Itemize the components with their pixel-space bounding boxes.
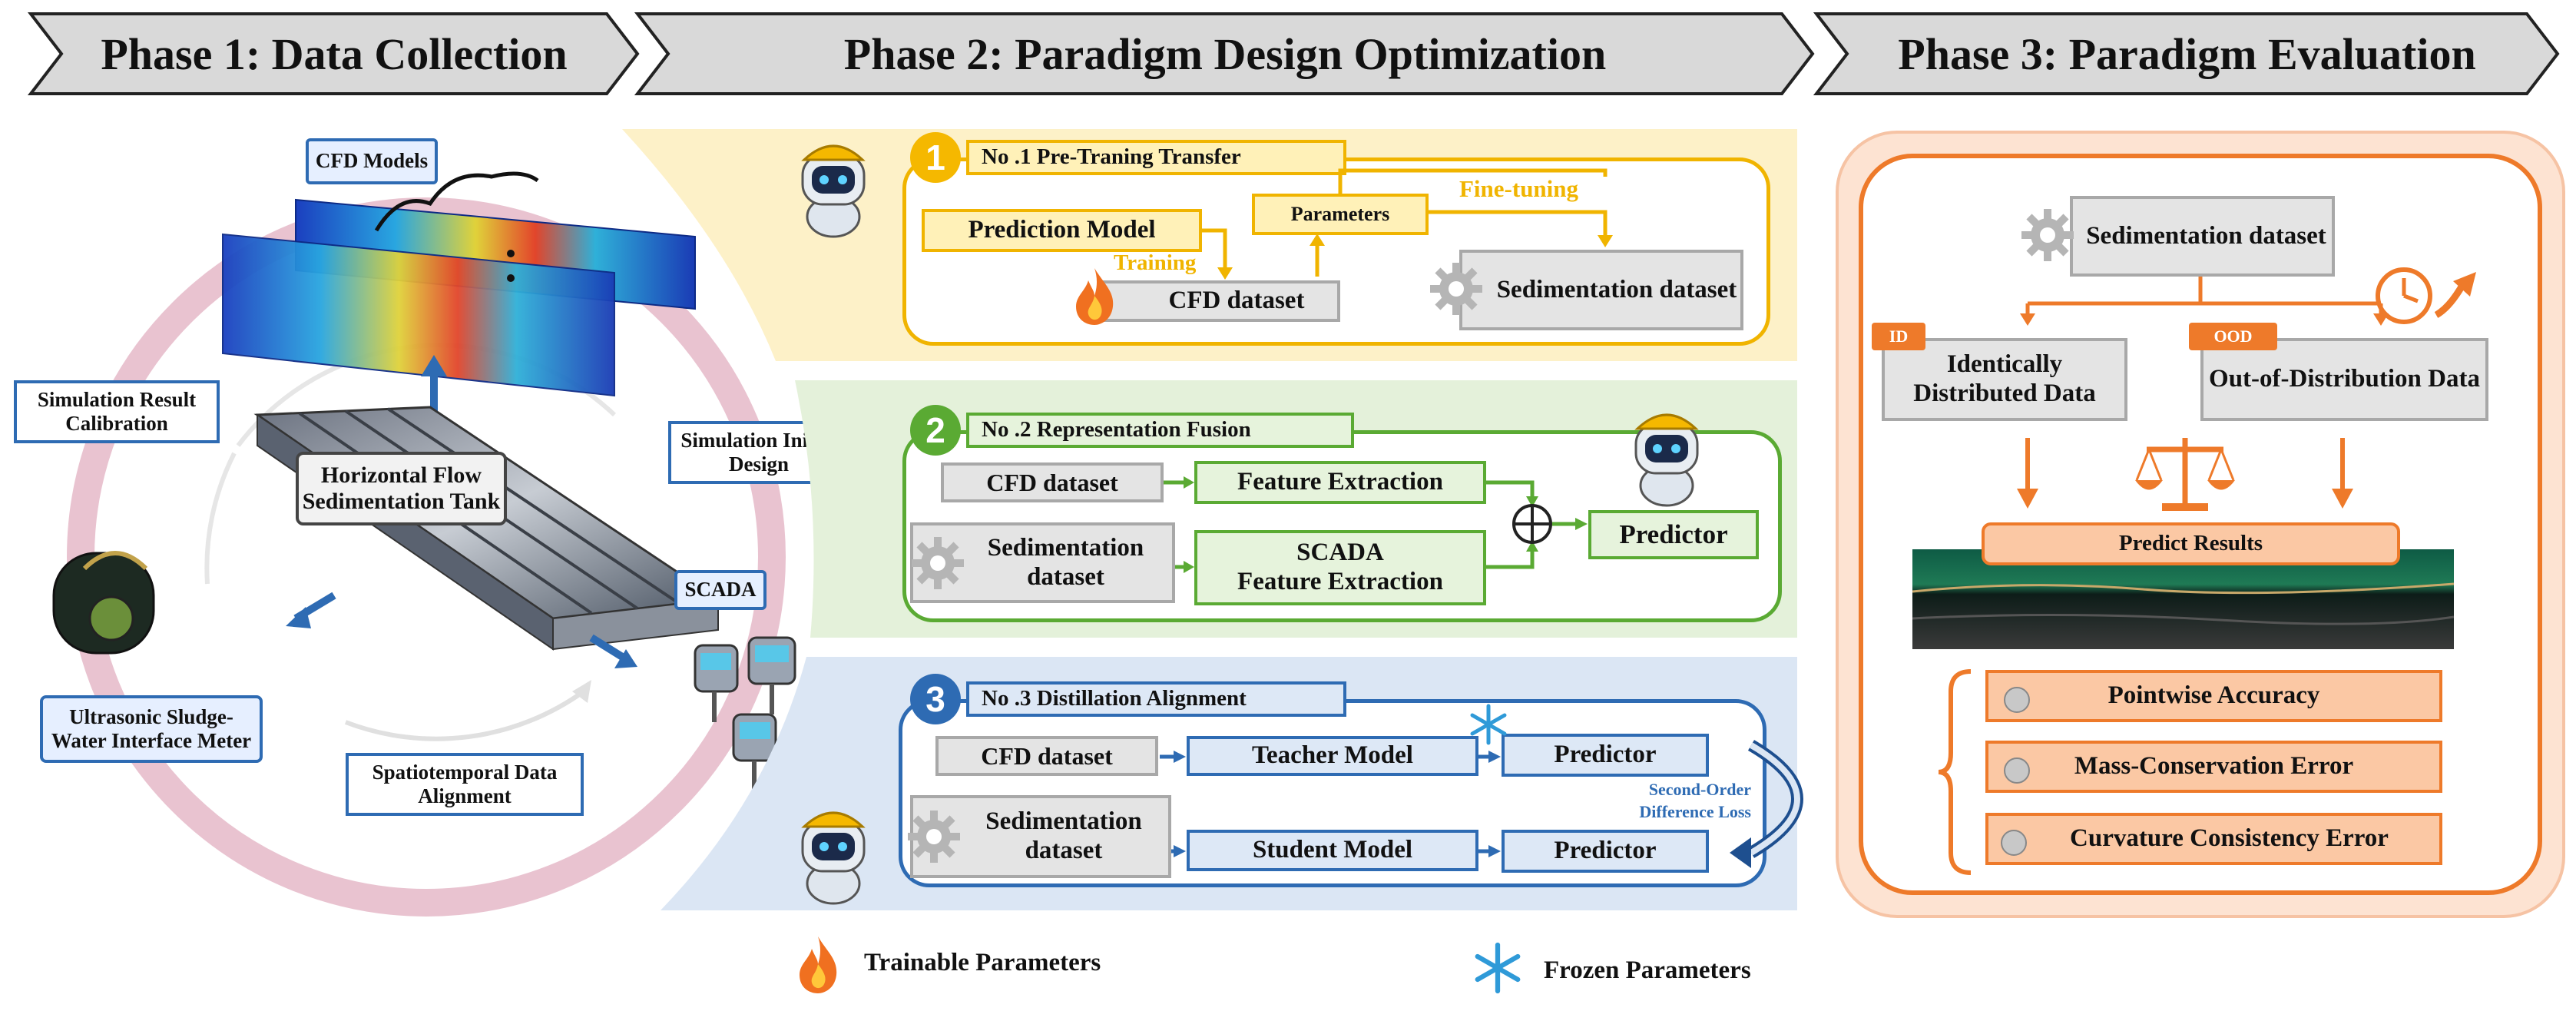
ood-data-box: Out-of-Distribution Data — [2200, 338, 2488, 421]
bullet-icon — [2001, 830, 2027, 856]
cycle-arrow-bottom — [344, 689, 585, 741]
block1-cfd-dataset: CFD dataset — [1102, 280, 1340, 322]
block2-cfd-dataset: CFD dataset — [941, 462, 1164, 502]
legend-frozen-label: Frozen Parameters — [1544, 956, 1751, 984]
feature-extraction-box: Feature Extraction — [1194, 461, 1486, 504]
metrics-brace — [1938, 669, 1972, 875]
scada-devices-image — [694, 636, 796, 799]
scada-label: SCADA — [674, 570, 767, 610]
parameters-box: Parameters — [1252, 194, 1429, 235]
phase3-arrows — [2017, 277, 2389, 511]
bullet-icon — [2004, 687, 2030, 713]
balance-scale-icon — [2135, 438, 2235, 511]
tank-label: Horizontal Flow Sedimentation Tank — [296, 452, 507, 525]
prediction-model-box: Prediction Model — [922, 209, 1202, 252]
metric-label: Mass-Conservation Error — [2074, 752, 2354, 781]
fire-icon — [1071, 265, 1117, 330]
student-model-box: Student Model — [1187, 830, 1478, 871]
robot-icon-2 — [1621, 401, 1713, 512]
block2-arrows — [1164, 476, 1588, 573]
ood-tag: OOD — [2189, 323, 2277, 350]
metric-label: Pointwise Accuracy — [2107, 681, 2320, 710]
metric-pointwise-accuracy: Pointwise Accuracy — [1985, 670, 2442, 722]
metric-mass-conservation: Mass-Conservation Error — [1985, 741, 2442, 793]
block3-sed-dataset: Sedimentation dataset — [910, 795, 1171, 878]
scada-fe-line1: SCADA — [1296, 539, 1384, 567]
cfd-models-label: CFD Models — [306, 138, 438, 184]
teacher-model-box: Teacher Model — [1187, 736, 1478, 776]
ultrasonic-meter-image — [52, 551, 155, 655]
meter-label: Ultrasonic Sludge-Water Interface Meter — [40, 695, 263, 763]
bullet-icon — [2004, 757, 2030, 784]
predict-results-label: Predict Results — [1982, 522, 2400, 565]
metric-label: Curvature Consistency Error — [2070, 824, 2389, 853]
gear-icon — [1429, 261, 1484, 320]
gear-icon — [906, 809, 962, 868]
legend-snowflake-icon — [1471, 941, 1525, 999]
clock-trend-icon — [2373, 261, 2481, 334]
block3-predictor2: Predictor — [1502, 830, 1709, 873]
block1-title: No .1 Pre-Traning Transfer — [966, 140, 1346, 175]
block2-predictor: Predictor — [1588, 510, 1759, 559]
block2-title: No .2 Representation Fusion — [966, 413, 1354, 448]
cycle-arrow-left — [204, 452, 237, 585]
block3-predictor1: Predictor — [1502, 734, 1709, 777]
block1-number: 1 — [910, 132, 961, 183]
phase-header-arrows — [27, 12, 2560, 95]
training-label: Training — [1114, 250, 1197, 275]
scada-feature-extraction-box: SCADA Feature Extraction — [1194, 530, 1486, 605]
robot-icon-3 — [787, 799, 879, 910]
block3-arrows — [1160, 740, 1803, 868]
phase3-sed-dataset: Sedimentation dataset — [2070, 196, 2335, 277]
alignment-label: Spatiotemporal Data Alignment — [346, 753, 584, 816]
robot-icon-1 — [787, 132, 879, 244]
fine-tuning-label: Fine-tuning — [1459, 175, 1579, 202]
id-data-box: Identically Distributed Data — [1882, 338, 2127, 421]
metric-curvature-consistency: Curvature Consistency Error — [1985, 813, 2442, 865]
block1-arrows — [1202, 168, 1613, 280]
block3-title: No .3 Distillation Alignment — [966, 681, 1346, 717]
scada-fe-line2: Feature Extraction — [1237, 568, 1443, 595]
gear-icon — [910, 535, 965, 595]
block3-cfd-dataset: CFD dataset — [935, 736, 1158, 776]
loss-label: Second-Order Difference Loss — [1639, 780, 1751, 821]
block3-number: 3 — [910, 674, 961, 724]
phase-2-title: Phase 2: Paradigm Design Optimization — [843, 28, 1607, 79]
calibration-label: Simulation Result Calibration — [14, 380, 220, 443]
block1-sed-dataset: Sedimentation dataset — [1459, 250, 1743, 330]
legend-fire-icon — [795, 933, 841, 999]
phase-3-title: Phase 3: Paradigm Evaluation — [1898, 28, 2476, 79]
id-tag: ID — [1872, 323, 1925, 350]
gear-icon — [2020, 207, 2075, 267]
predict-results-visual — [1912, 549, 2455, 649]
legend-trainable-label: Trainable Parameters — [864, 949, 1101, 976]
phase-1-title: Phase 1: Data Collection — [101, 28, 568, 79]
snowflake-icon — [1467, 703, 1510, 750]
block2-number: 2 — [910, 405, 961, 456]
cfd-plane-bottom — [222, 233, 615, 397]
